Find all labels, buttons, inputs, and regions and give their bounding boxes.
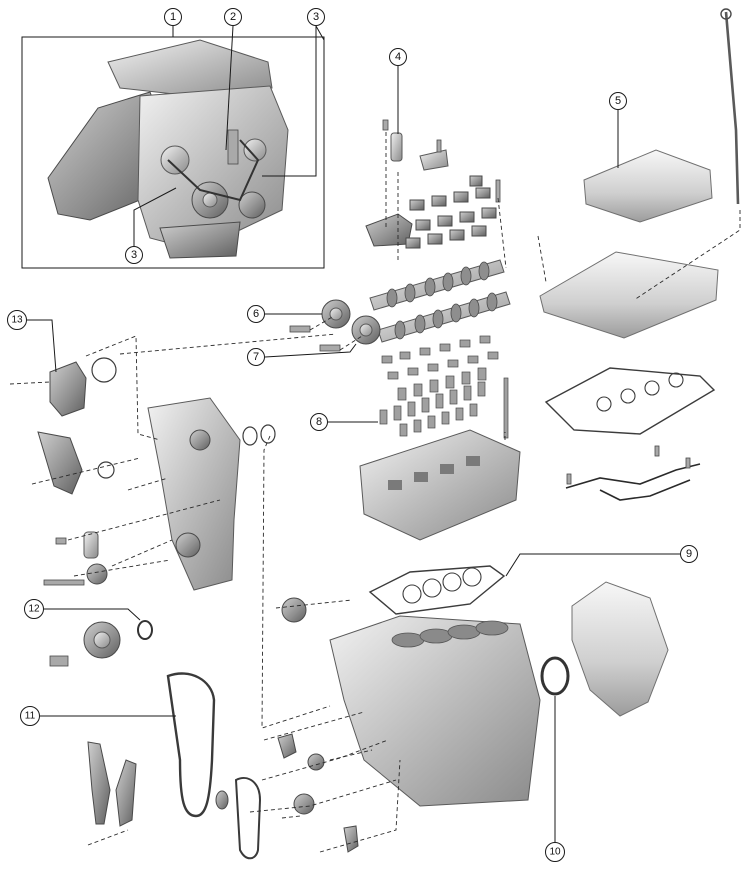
callout-2: 2 bbox=[224, 8, 242, 26]
callout-3-bottom: 3 bbox=[125, 246, 143, 264]
idler-pulley bbox=[160, 145, 190, 175]
harness-bolt-3 bbox=[685, 457, 691, 469]
alternator-pulley bbox=[243, 138, 267, 162]
svg-text:5: 5 bbox=[615, 95, 621, 107]
tensioner-arm bbox=[115, 759, 137, 827]
callout-5: 5 bbox=[609, 92, 627, 110]
tensioner-nut bbox=[55, 537, 67, 545]
callout-10: 10 bbox=[545, 842, 565, 862]
timing-chain bbox=[166, 672, 216, 818]
oil-pump-chain bbox=[234, 777, 262, 860]
cylinder-head-ports bbox=[388, 456, 480, 490]
oil-dipstick bbox=[724, 11, 740, 205]
cover-seal-area bbox=[175, 532, 201, 558]
harness-bolt-1 bbox=[566, 473, 572, 485]
oil-filter bbox=[227, 129, 239, 165]
callout-12: 12 bbox=[24, 599, 44, 619]
svg-text:8: 8 bbox=[316, 416, 322, 428]
crank-pulley-hub bbox=[202, 192, 218, 208]
oil-control-valve-group bbox=[382, 119, 449, 171]
cylinder-head-gasket bbox=[368, 565, 506, 615]
rear-oil-seal bbox=[540, 656, 570, 696]
oil-control-valve bbox=[390, 132, 403, 162]
cylinder-head-cover bbox=[539, 251, 719, 339]
callout-6: 6 bbox=[247, 305, 265, 323]
actuator-bolt-2 bbox=[319, 344, 341, 352]
svg-text:7: 7 bbox=[253, 351, 259, 363]
thermostat-seal bbox=[97, 461, 115, 479]
complete-engine-view bbox=[21, 36, 325, 269]
head-cover-gasket bbox=[544, 367, 716, 435]
chain-tensioner bbox=[83, 531, 99, 559]
crankshaft-sprocket bbox=[215, 790, 229, 810]
oil-pan bbox=[159, 221, 241, 259]
wiring-harness bbox=[565, 463, 701, 501]
balancer-sprocket bbox=[293, 793, 315, 815]
valve-train-parts bbox=[379, 335, 509, 439]
cylinder-block bbox=[329, 615, 541, 807]
harness-bolt-2 bbox=[654, 445, 660, 457]
tensioner-bolt bbox=[43, 579, 85, 586]
cylinder-head bbox=[359, 429, 521, 541]
front-oil-seal bbox=[137, 620, 153, 640]
svg-text:1: 1 bbox=[170, 11, 176, 23]
callout-11: 11 bbox=[20, 706, 40, 726]
svg-text:3: 3 bbox=[131, 249, 137, 261]
tensioner-pulley bbox=[86, 563, 108, 585]
rocker-arm-set bbox=[405, 175, 501, 249]
timing-chain-cover bbox=[147, 397, 241, 591]
oil-pump-sprocket bbox=[307, 753, 325, 771]
ocv-bracket bbox=[419, 149, 449, 171]
drive-belt bbox=[167, 139, 260, 202]
svg-text:9: 9 bbox=[686, 548, 692, 560]
callout-13: 13 bbox=[7, 310, 27, 330]
callout-4: 4 bbox=[389, 48, 407, 66]
dipstick-handle bbox=[720, 8, 732, 20]
engine-top-cover bbox=[583, 149, 713, 223]
o-ring-1 bbox=[242, 426, 258, 446]
oil-pump-tensioner bbox=[343, 825, 359, 853]
svg-text:10: 10 bbox=[549, 847, 561, 858]
camshaft-cap-front bbox=[365, 213, 413, 247]
water-pump-pulley bbox=[281, 597, 307, 623]
svg-text:6: 6 bbox=[253, 308, 259, 320]
callout-1: 1 bbox=[164, 8, 182, 26]
chain-guide bbox=[87, 741, 111, 825]
crankshaft-pulley-bolt bbox=[49, 655, 69, 667]
svg-text:3: 3 bbox=[313, 11, 319, 23]
chain-guide-lower bbox=[277, 733, 297, 759]
rocker-arms-upper bbox=[365, 175, 501, 249]
leader-lines bbox=[26, 25, 680, 842]
head-gasket-bores bbox=[402, 567, 482, 604]
cover-boss bbox=[189, 429, 211, 451]
callout-3-top: 3 bbox=[307, 8, 325, 26]
svg-text:13: 13 bbox=[11, 315, 23, 326]
svg-text:4: 4 bbox=[395, 51, 401, 63]
svg-text:12: 12 bbox=[28, 604, 40, 615]
callout-9: 9 bbox=[680, 545, 698, 563]
o-ring-2 bbox=[260, 424, 276, 444]
svg-text:2: 2 bbox=[230, 11, 236, 23]
end-plate bbox=[571, 581, 669, 717]
bracket-bolt bbox=[436, 139, 442, 153]
callout-7: 7 bbox=[247, 348, 265, 366]
svg-text:11: 11 bbox=[25, 711, 36, 722]
assembly-lines bbox=[9, 132, 741, 853]
camshafts bbox=[289, 259, 511, 352]
water-pump-gasket bbox=[91, 357, 117, 383]
cylinder-bores bbox=[391, 620, 509, 648]
ocv-bolt bbox=[382, 119, 389, 131]
accessory-pulley bbox=[238, 191, 266, 219]
callout-8: 8 bbox=[310, 413, 328, 431]
spark-plug-seals bbox=[596, 372, 684, 412]
actuator-bolt bbox=[289, 325, 311, 333]
thermostat-housing bbox=[37, 431, 83, 495]
water-pump bbox=[49, 361, 87, 417]
